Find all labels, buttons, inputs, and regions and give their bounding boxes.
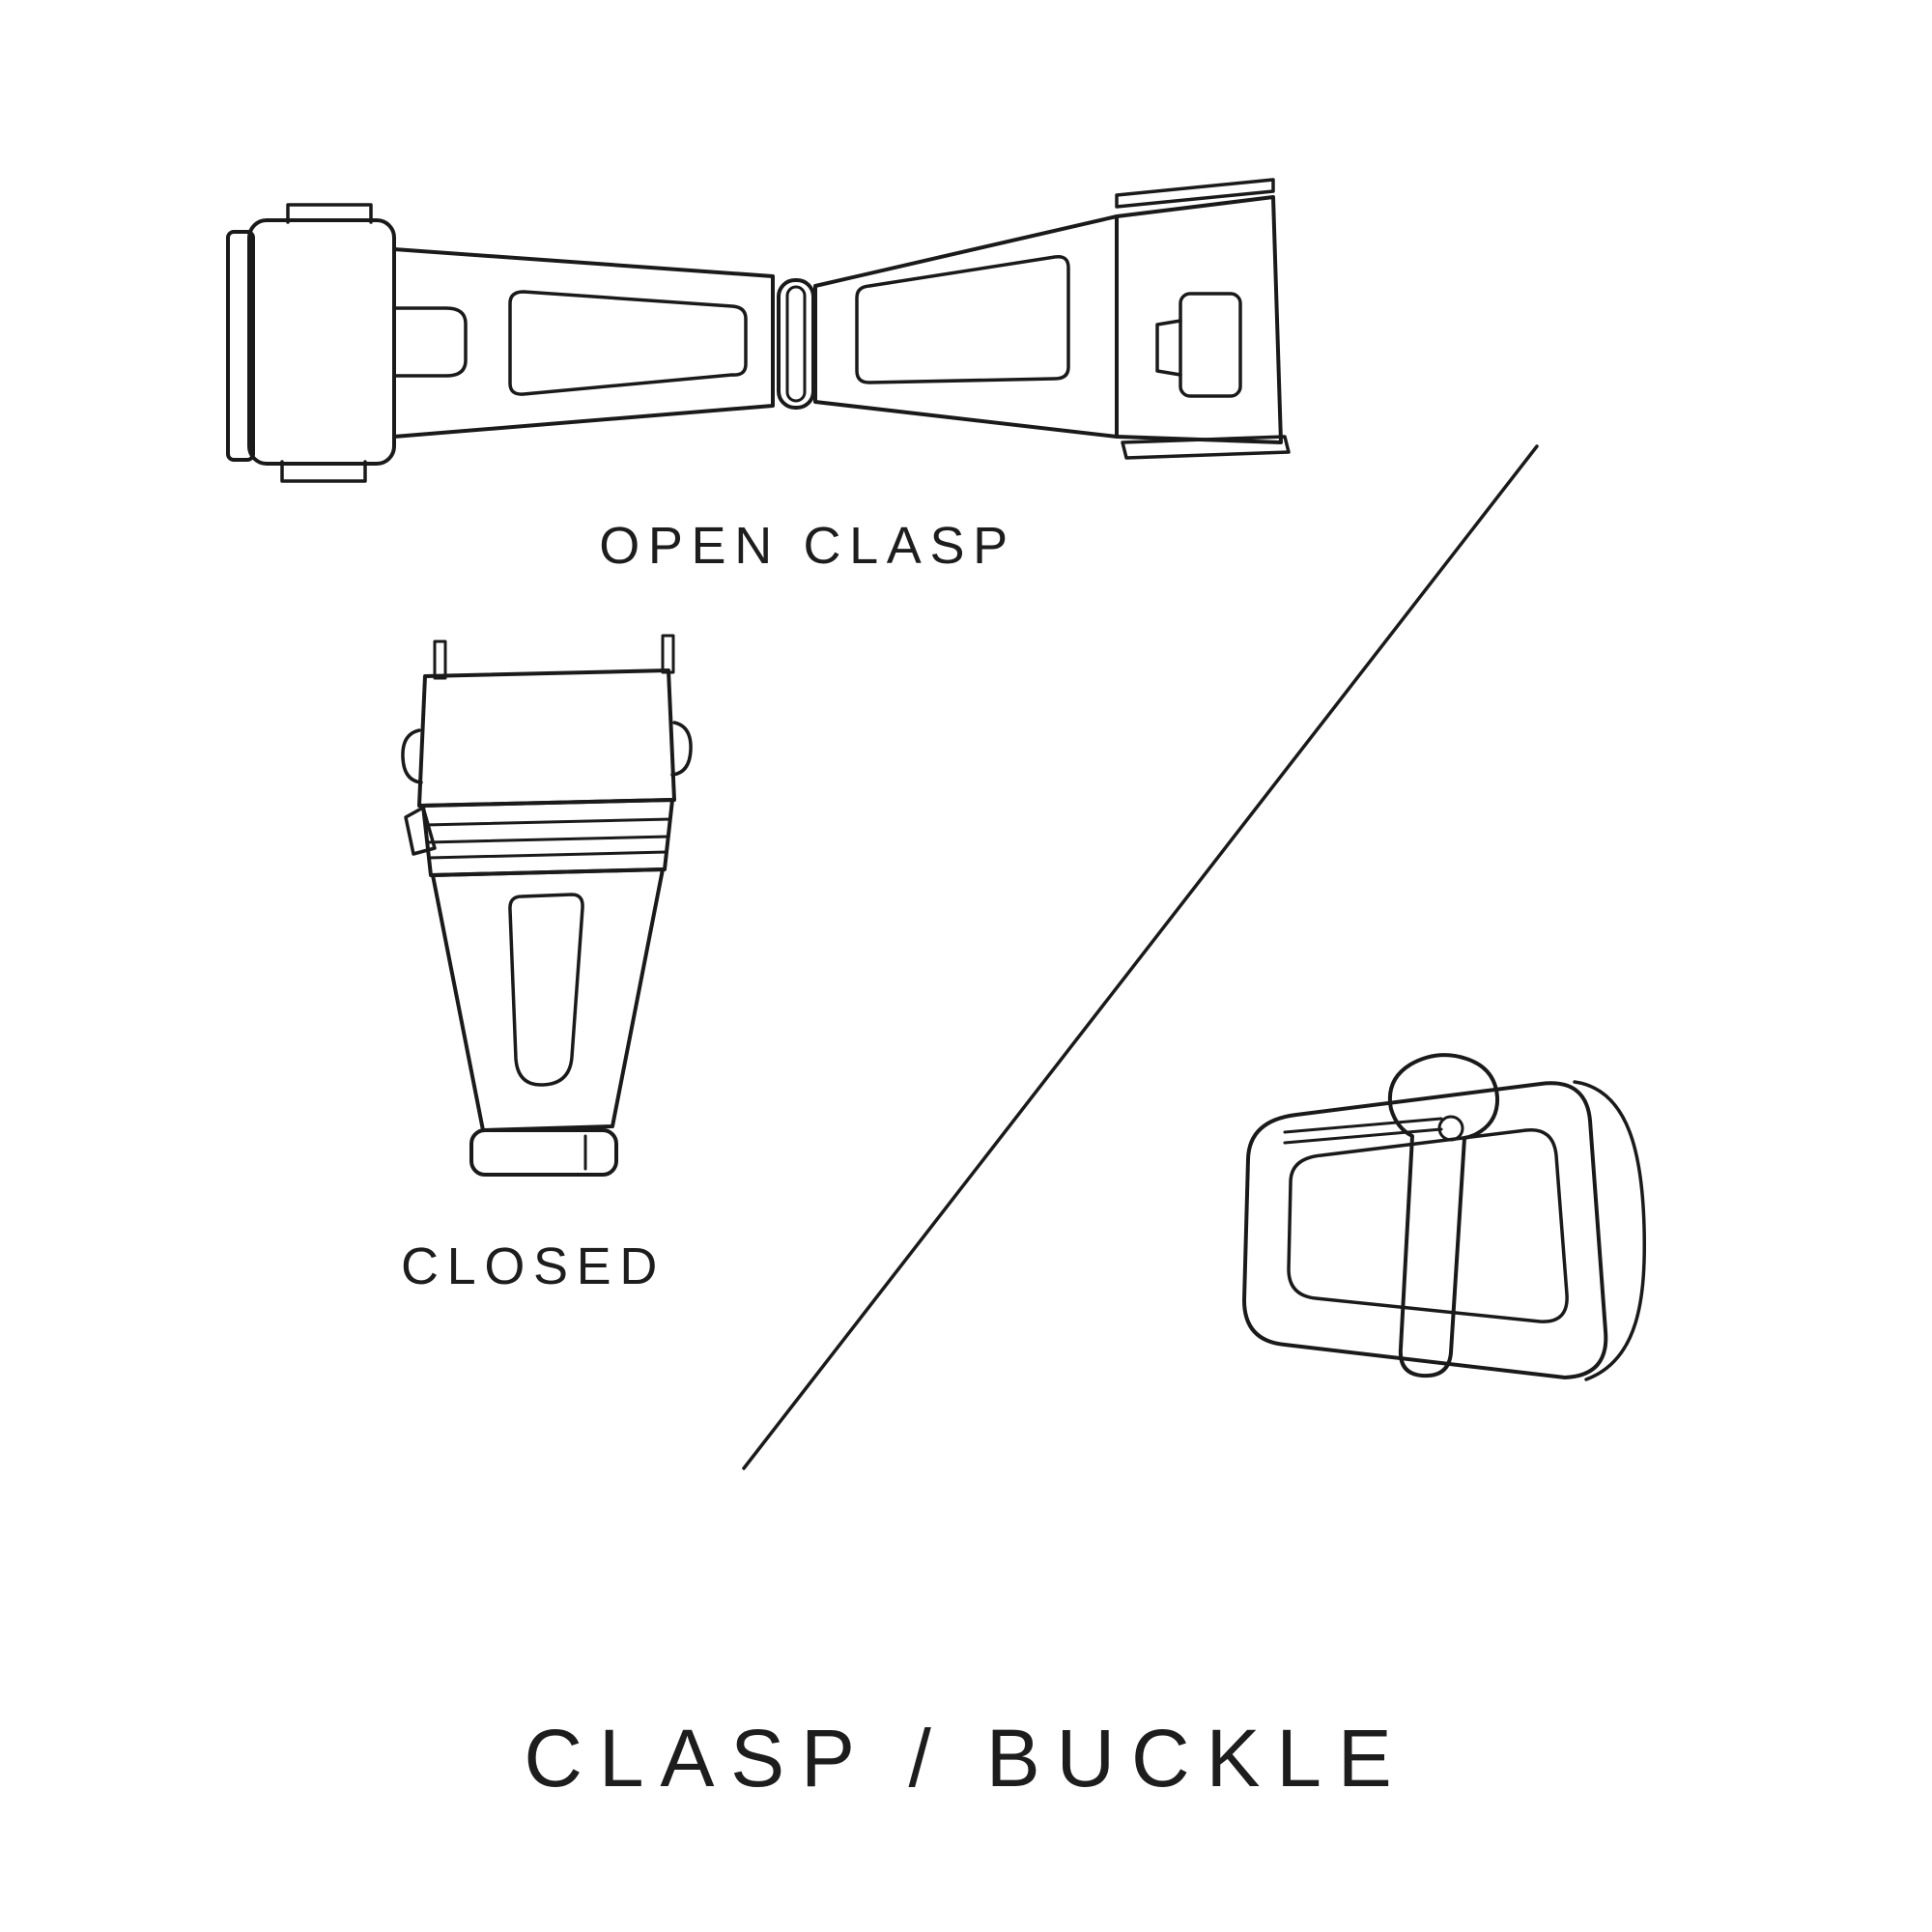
- closed-clasp-illustration: [401, 634, 693, 1177]
- open-clasp-label: OPEN CLASP: [599, 517, 1016, 575]
- open-clasp-right-cutout-step: [1155, 319, 1182, 377]
- buckle-inner-frame: [1287, 1128, 1569, 1323]
- open-clasp-right-end-link: [1115, 195, 1283, 444]
- closed-clasp-left-prong: [433, 639, 447, 680]
- open-clasp-top-tab: [286, 203, 373, 224]
- open-clasp-hinge-pin: [785, 285, 807, 403]
- open-clasp-left-bar: [226, 230, 255, 462]
- open-clasp-bottom-sliver: [1121, 435, 1291, 460]
- open-clasp-right-arm: [813, 214, 1119, 439]
- buckle-tongue-ring: [1437, 1115, 1464, 1142]
- closed-clasp-cover: [417, 668, 676, 808]
- closed-clasp-end-bar: [469, 1128, 618, 1177]
- open-clasp-end-link: [247, 218, 396, 466]
- buckle-side-thickness: [1573, 1080, 1647, 1381]
- buckle-pin-top: [1283, 1117, 1443, 1134]
- closed-clasp-band-tab: [404, 806, 437, 856]
- pin-buckle-illustration: [1242, 1053, 1647, 1381]
- open-clasp-top-sliver: [1115, 178, 1275, 209]
- diagonal-divider-line: [742, 444, 1539, 1470]
- buckle-outer-frame: [1242, 1081, 1608, 1379]
- open-clasp-hinge: [777, 278, 815, 410]
- closed-clasp-band-line-1: [423, 817, 672, 827]
- open-clasp-right-window: [855, 254, 1070, 384]
- open-clasp-pusher-notch: [394, 306, 468, 378]
- open-clasp-bottom-tab: [280, 460, 367, 483]
- closed-clasp-band-line-3: [427, 850, 668, 860]
- open-clasp-left-arm: [392, 247, 775, 439]
- closed-clasp-right-bump: [670, 721, 693, 777]
- page-title: CLASP / BUCKLE: [524, 1713, 1408, 1804]
- buckle-pin-bottom: [1283, 1127, 1443, 1145]
- closed-clasp-right-prong: [661, 634, 675, 674]
- open-clasp-illustration: [226, 178, 1291, 483]
- closed-clasp-slot: [508, 893, 584, 1087]
- closed-clasp-body: [431, 867, 665, 1132]
- buckle-tongue: [1388, 1053, 1500, 1378]
- open-clasp-left-window: [508, 290, 748, 396]
- open-clasp-right-cutout: [1179, 292, 1242, 398]
- closed-clasp-band-line-2: [425, 835, 670, 844]
- closed-clasp-label: CLOSED: [401, 1237, 666, 1295]
- closed-clasp-left-bump: [401, 728, 423, 784]
